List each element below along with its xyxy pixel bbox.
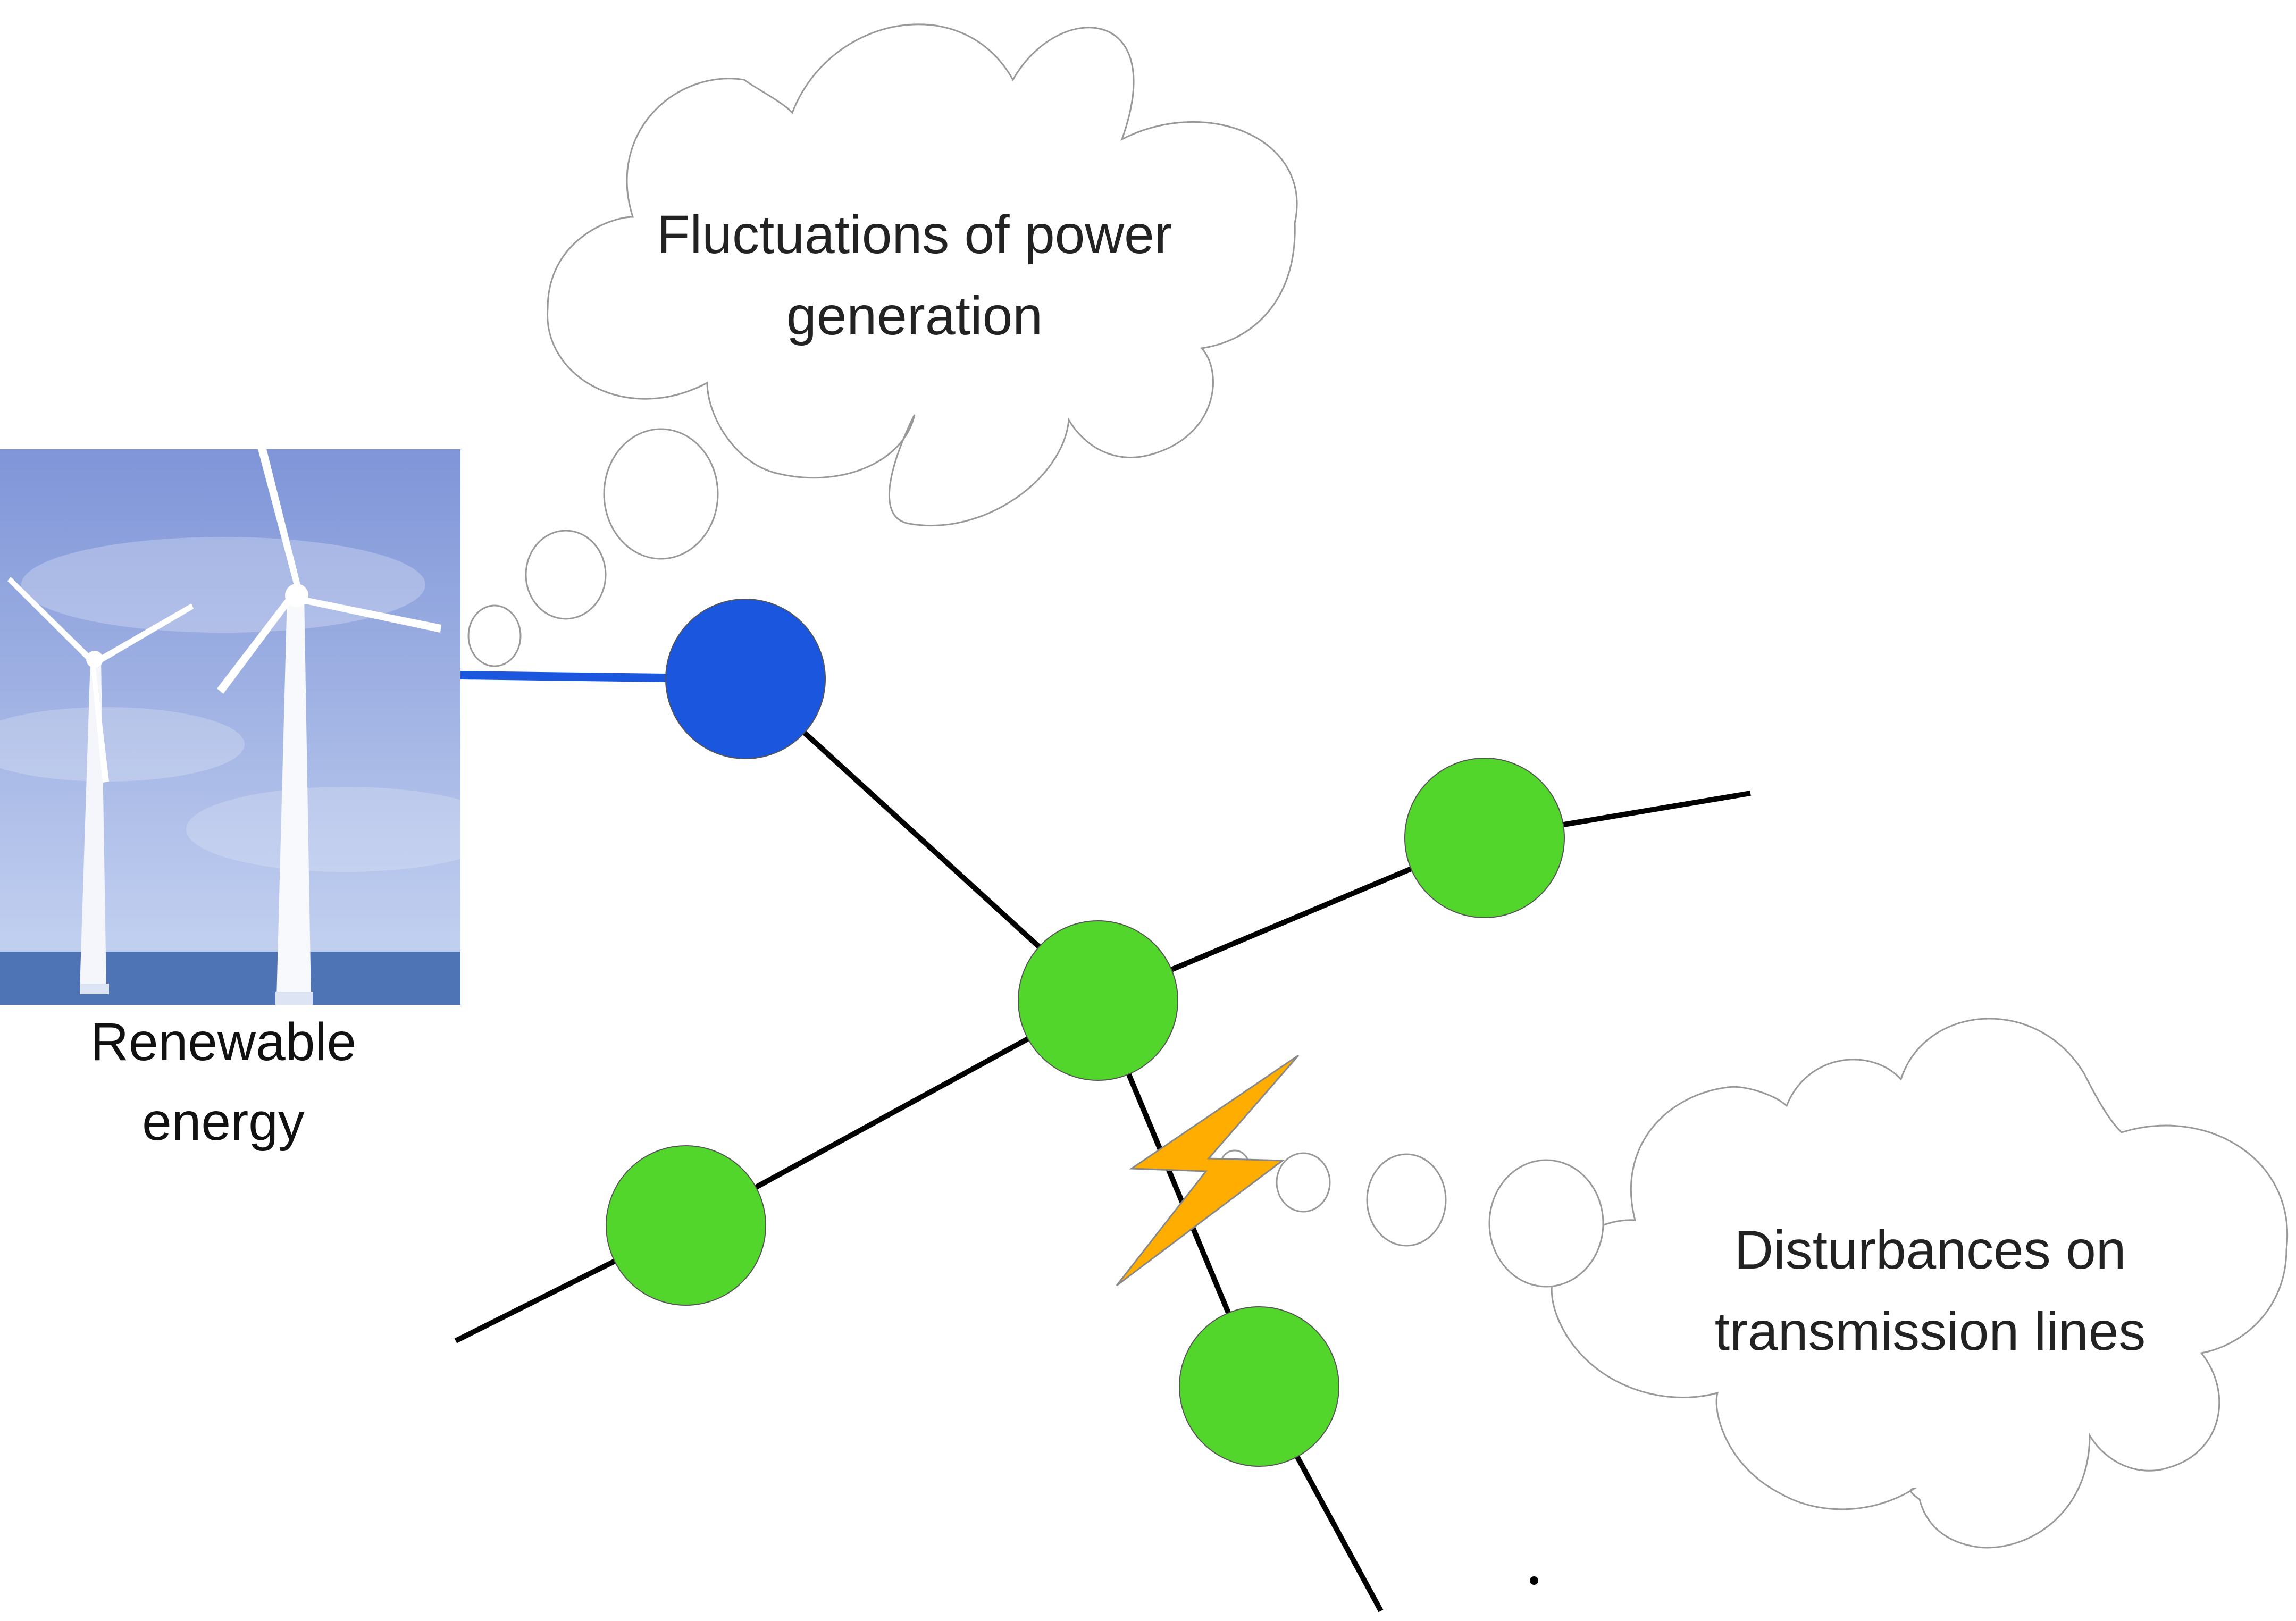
wind-turbines-image bbox=[0, 449, 460, 1005]
turbine-middle bbox=[7, 577, 194, 994]
renewable-energy-label-line-1: Renewable bbox=[90, 1012, 357, 1072]
small-dot bbox=[1530, 1576, 1538, 1585]
power-fluctuation-label: Fluctuations of power generation bbox=[585, 194, 1244, 357]
bus-node-right bbox=[1404, 758, 1565, 918]
bus-node-bottom bbox=[1179, 1306, 1339, 1467]
power-fluctuation-label-line-2: generation bbox=[786, 285, 1043, 346]
line-disturbance-label: Disturbances on transmission lines bbox=[1638, 1210, 2223, 1372]
renewable-energy-label-line-2: energy bbox=[142, 1092, 305, 1152]
thought-cloud-disturbance bbox=[1219, 1018, 2289, 1549]
renewable-energy-label: Renewable energy bbox=[32, 1002, 415, 1162]
line-disturbance-label-line-2: transmission lines bbox=[1714, 1301, 2146, 1362]
buses bbox=[606, 599, 1565, 1467]
renewable-bus-node bbox=[665, 599, 826, 759]
line-disturbance-label-line-1: Disturbances on bbox=[1734, 1220, 2126, 1280]
turbine-right bbox=[217, 449, 441, 1005]
lightning-bolt-icon bbox=[1116, 1054, 1300, 1287]
thought-cloud-power bbox=[467, 23, 1298, 667]
power-fluctuation-label-line-1: Fluctuations of power bbox=[657, 204, 1172, 265]
bus-node-center bbox=[1018, 920, 1178, 1081]
bus-node-left bbox=[606, 1145, 766, 1306]
